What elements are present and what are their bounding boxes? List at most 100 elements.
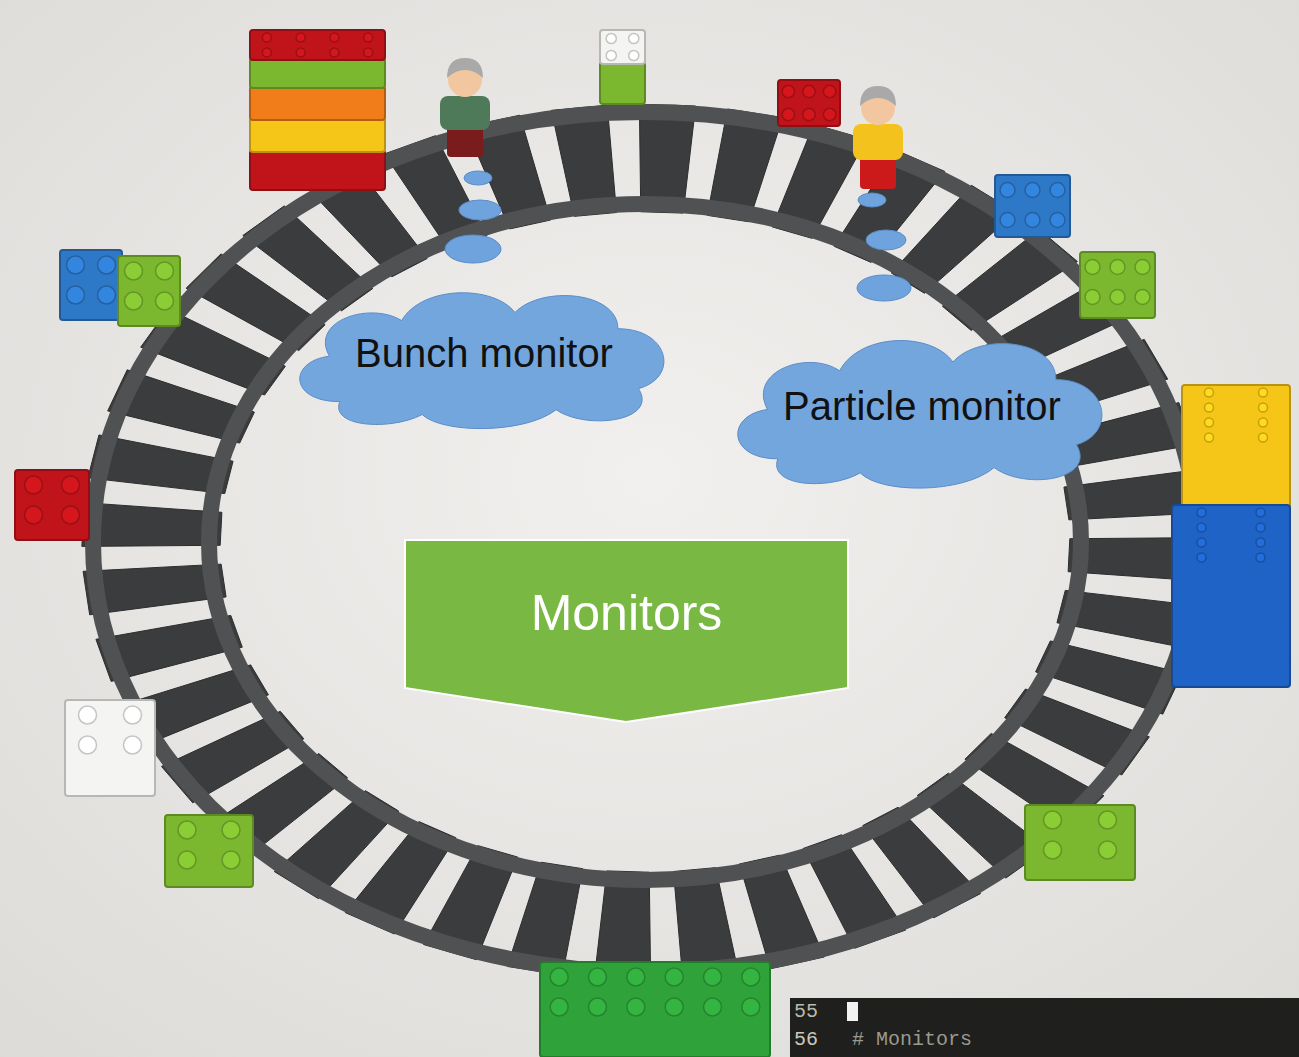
cloud-text: Particle monitor [783,383,1061,429]
brick-stud [364,33,373,42]
brick-stud [222,821,240,839]
brick-stud [1259,388,1268,397]
brick-stud [296,33,305,42]
thought-bubble [866,230,906,250]
text-cursor [847,1002,858,1021]
brick-stud [665,968,683,986]
brick-stud [1256,523,1265,532]
brick-stud [1205,388,1214,397]
figure-torso [440,96,490,130]
brick-stud [1205,403,1214,412]
cloud-callout: Bunch monitor [278,272,690,434]
brick-stud [1050,213,1065,228]
lego-brick [600,62,645,104]
thought-bubbles [445,171,911,301]
brick-stud [79,706,97,724]
thought-bubble [459,200,501,220]
brick-stud [803,108,815,120]
brick-body [250,118,385,152]
brick-body [995,175,1070,237]
brick-stud [629,50,639,60]
lego-brick [1025,805,1135,880]
brick-stud [606,33,616,43]
figure-right [853,86,903,189]
lego-brick [540,962,770,1057]
track-sleepers [82,104,1208,979]
lego-brick [250,58,385,88]
brick-body [1025,805,1135,880]
brick-stud [1025,183,1040,198]
brick-body [250,58,385,88]
lego-brick [65,700,155,796]
brick-stud [1135,290,1150,305]
lego-brick [250,86,385,120]
brick-stud [704,998,722,1016]
cloud-callout: Particle monitor [716,318,1128,494]
brick-stud [1025,213,1040,228]
brick-stud [550,998,568,1016]
brick-body [250,150,385,190]
lego-brick [995,175,1070,237]
brick-body [1172,505,1290,687]
brick-stud [25,476,43,494]
brick-stud [1085,260,1100,275]
brick-stud [1259,403,1268,412]
brick-stud [125,292,143,310]
brick-body [778,80,840,126]
brick-stud [627,998,645,1016]
brick-stud [222,851,240,869]
brick-stud [1000,183,1015,198]
figure-torso [853,124,903,160]
brick-stud [589,968,607,986]
brick-stud [1205,418,1214,427]
brick-stud [1256,508,1265,517]
brick-body [250,86,385,120]
brick-stud [1197,553,1206,562]
brick-stud [1110,260,1125,275]
brick-stud [823,108,835,120]
brick-body [540,962,770,1057]
brick-stud [1197,508,1206,517]
figure-hair [447,58,483,78]
brick-stud [156,292,174,310]
figure-hair [860,86,896,106]
lego-brick [250,150,385,190]
code-editor-panel: 5556# Monitors [790,998,1299,1057]
brick-stud [803,85,815,97]
banner-text: Monitors [531,585,723,643]
outer-rail [93,112,1197,972]
brick-body [65,700,155,796]
brick-stud [124,706,142,724]
brick-stud [330,48,339,57]
brick-stud [98,286,116,304]
lego-brick [778,80,840,126]
brick-stud [124,736,142,754]
cloud-outline [300,293,664,429]
brick-stud [1197,538,1206,547]
brick-stud [178,851,196,869]
brick-stud [1205,433,1214,442]
brick-stud [125,262,143,280]
brick-stud [1099,841,1117,859]
brick-stud [665,998,683,1016]
brick-stud [79,736,97,754]
brick-body [600,62,645,104]
brick-body [1182,385,1290,517]
brick-stud [62,476,80,494]
lego-brick [250,118,385,152]
brick-stud [1135,260,1150,275]
brick-body [600,30,645,64]
arrow-banner: Monitors [405,540,848,722]
lego-figures [440,58,903,189]
cloud-text: Bunch monitor [355,330,613,376]
code-comment: # Monitors [852,1028,972,1051]
figure-legs [860,155,896,189]
thought-bubble [445,235,501,263]
brick-stud [782,108,794,120]
thought-bubble [858,193,886,207]
cloud-outline [738,341,1102,489]
lego-brick [250,30,385,60]
lego-brick [118,256,180,326]
